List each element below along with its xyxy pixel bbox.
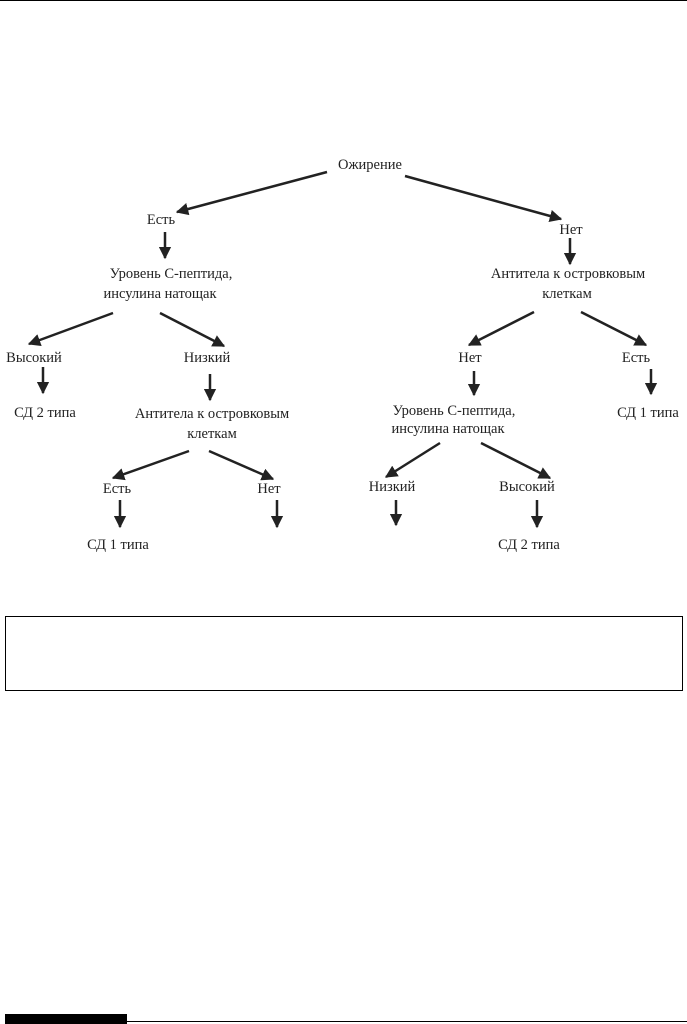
node-right-no: Нет <box>559 222 583 238</box>
node-antibody-yes: Есть <box>103 481 132 497</box>
node-antibody-no: Нет <box>257 481 281 497</box>
node-result-peptide-high: СД 2 типа <box>498 537 560 553</box>
node-low-test-line1: Антитела к островковым <box>135 406 289 422</box>
arrow-antibody-to-yes <box>111 449 190 481</box>
node-result-antibody-yes: СД 1 типа <box>87 537 149 553</box>
arrow-right-test-to-yes <box>580 310 648 347</box>
node-no-test-line1: Уровень С-пептида, <box>393 403 516 419</box>
node-peptide-high: Высокий <box>499 479 555 495</box>
arrow-root-to-right-no <box>404 174 563 223</box>
node-result-left-high: СД 2 типа <box>14 405 76 421</box>
footer-bar <box>5 1014 127 1024</box>
flowchart-canvas: Ожирение Есть Нет Уровень С-пептида, инс… <box>6 157 679 553</box>
node-left-test-line2: инсулина натощак <box>103 286 217 302</box>
arrow-peptide-to-low <box>384 441 441 479</box>
empty-frame <box>5 616 683 691</box>
connector-arrows <box>27 170 658 529</box>
arrow-peptide-to-high <box>480 441 552 480</box>
node-peptide-low: Низкий <box>369 479 416 495</box>
node-left-high: Высокий <box>6 350 62 366</box>
node-right-test-line2: клеткам <box>542 286 592 302</box>
node-no-test-line2: инсулина натощак <box>391 421 505 437</box>
arrow-root-to-left-yes <box>175 170 328 216</box>
node-right-test-line1: Антитела к островковым <box>491 266 645 282</box>
node-root: Ожирение <box>338 157 402 173</box>
node-left-yes: Есть <box>147 212 176 228</box>
node-left-low: Низкий <box>184 350 231 366</box>
top-rule <box>0 0 687 1</box>
arrow-left-test-to-low <box>159 311 226 348</box>
footer-rule <box>127 1021 687 1022</box>
arrow-left-test-to-high <box>27 311 114 346</box>
node-result-right-yes: СД 1 типа <box>617 405 679 421</box>
arrow-antibody-to-no <box>208 449 275 481</box>
diagnosis-flowchart: Ожирение Есть Нет Уровень С-пептида, инс… <box>0 140 687 580</box>
node-right-no2: Нет <box>458 350 482 366</box>
node-right-yes: Есть <box>622 350 651 366</box>
node-left-test-line1: Уровень С-пептида, <box>110 266 233 282</box>
arrow-right-test-to-no <box>467 310 535 347</box>
node-low-test-line2: клеткам <box>187 426 237 442</box>
node-labels: Ожирение Есть Нет Уровень С-пептида, инс… <box>6 157 679 553</box>
